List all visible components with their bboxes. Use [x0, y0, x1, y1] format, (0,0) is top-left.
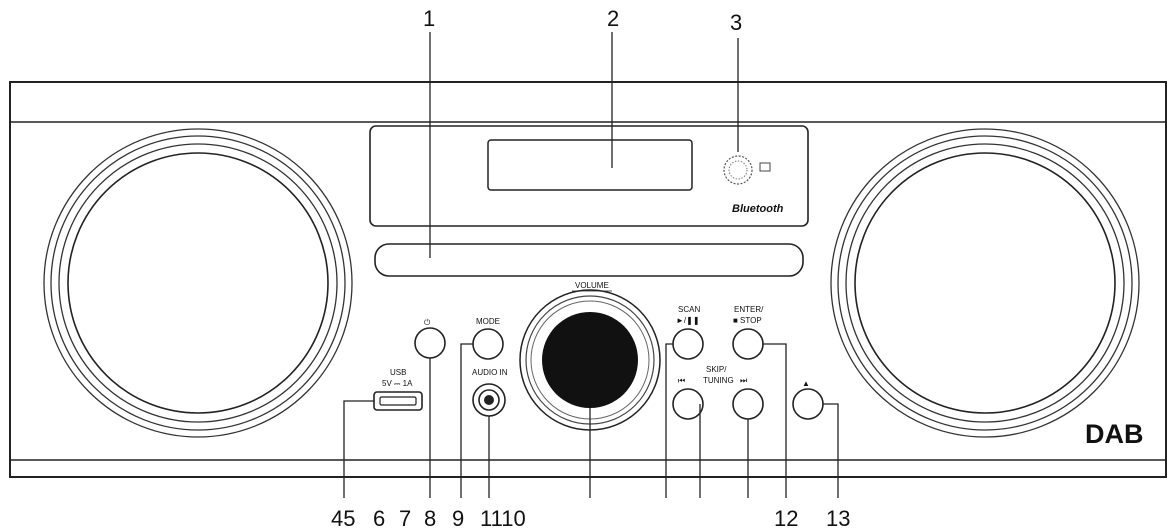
- callout-number-7: 7: [399, 506, 411, 531]
- right-speaker: [830, 128, 1140, 438]
- enter-stop-button[interactable]: [732, 328, 764, 360]
- ir-sensor: [723, 155, 771, 185]
- tuning-label: TUNING: [703, 376, 734, 385]
- leader-line-9: [460, 343, 473, 498]
- skip-forward-icon: ⏭: [740, 376, 747, 385]
- callout-number-1: 1: [423, 6, 435, 31]
- audio-in-jack[interactable]: [472, 383, 506, 417]
- skip-back-icon: ⏮: [678, 376, 685, 385]
- callout-number-6: 6: [373, 506, 385, 531]
- mode-button[interactable]: [472, 328, 504, 360]
- eject-button[interactable]: [792, 388, 824, 420]
- usb-rating-label: 5V ⎓ 1A: [382, 379, 413, 388]
- cabinet-outline: [9, 81, 1167, 478]
- eject-icon: ▲: [802, 379, 810, 388]
- audio-in-label: AUDIO IN: [472, 368, 508, 377]
- volume-label: VOLUME: [575, 281, 609, 290]
- leader-line-scan: [665, 343, 673, 498]
- scan-play-pause-button[interactable]: [672, 328, 704, 360]
- leader-line-45: [343, 400, 374, 498]
- lcd-display: [487, 139, 693, 191]
- skip-forward-button[interactable]: [732, 388, 764, 420]
- play-pause-label: ►/❚❚: [676, 316, 700, 325]
- callout-number-2: 2: [607, 6, 619, 31]
- callout-number-8: 8: [424, 506, 436, 531]
- stop-label: ■ STOP: [733, 316, 762, 325]
- usb-port[interactable]: [373, 391, 423, 411]
- leader-line-12: [763, 343, 787, 498]
- power-button[interactable]: [414, 327, 446, 359]
- callout-number-45: 45: [331, 506, 355, 531]
- callout-number-3: 3: [730, 10, 742, 35]
- callout-number-9: 9: [452, 506, 464, 531]
- usb-label: USB: [390, 368, 406, 377]
- callout-number-1110: 1110: [480, 506, 526, 531]
- callout-number-12: 12: [774, 506, 798, 531]
- bluetooth-logo-text: Bluetooth: [732, 203, 784, 215]
- dab-logo: DAB: [1085, 419, 1144, 449]
- display-housing: [369, 125, 809, 227]
- mode-label: MODE: [476, 317, 500, 326]
- usb-port-inner: [379, 396, 417, 406]
- enter-label: ENTER/: [734, 305, 764, 314]
- leader-line-13: [823, 403, 839, 498]
- skip-back-button[interactable]: [672, 388, 704, 420]
- cd-slot: [374, 243, 804, 277]
- scan-label: SCAN: [678, 305, 700, 314]
- callout-number-13: 13: [826, 506, 850, 531]
- left-speaker: [43, 128, 353, 438]
- skip-label: SKIP/: [706, 365, 727, 374]
- power-icon: ⏻: [424, 318, 431, 327]
